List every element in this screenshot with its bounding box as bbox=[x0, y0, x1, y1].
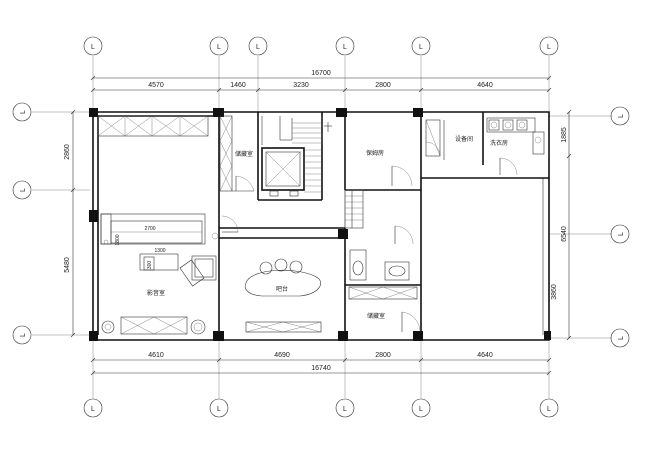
grid-lines bbox=[32, 56, 612, 398]
stair-right bbox=[344, 189, 364, 229]
dim-top-2: 1460 bbox=[230, 82, 246, 89]
furniture-dimensions: 2700 1800 1300 300 bbox=[115, 226, 166, 269]
grid-bubbles-right: L L L bbox=[610, 106, 630, 348]
grid-bubble-left-3: L bbox=[20, 333, 27, 337]
equipment-room bbox=[425, 119, 445, 160]
grid-bubbles-top: L L L L L L bbox=[83, 36, 559, 56]
laundry-room-fixtures bbox=[486, 117, 545, 176]
grid-bubble-bottom-3: L bbox=[343, 406, 347, 413]
storage-room-top bbox=[219, 115, 255, 192]
dim-bottom-1: 4610 bbox=[148, 352, 164, 359]
dim-left-1: 2860 bbox=[64, 144, 71, 160]
dim-bottom-total: 16740 bbox=[311, 365, 331, 372]
bar-counter bbox=[221, 215, 322, 333]
room-label-laundry: 洗衣房 bbox=[490, 139, 508, 147]
room-label-storage-bottom: 储藏室 bbox=[367, 312, 385, 320]
top-dimension-chain: 16700 4570 1460 3230 2800 4640 bbox=[90, 70, 552, 93]
grid-bubble-right-1: L bbox=[618, 114, 625, 118]
grid-bubbles-bottom: L L L L L bbox=[83, 398, 559, 418]
room-label-equipment: 设备间 bbox=[455, 135, 473, 143]
grid-bubble-top-4: L bbox=[343, 44, 347, 51]
toilet-area bbox=[349, 225, 414, 281]
media-room-furniture bbox=[100, 213, 219, 335]
dim-sofa-width: 2700 bbox=[144, 226, 155, 232]
dim-top-1: 4570 bbox=[148, 82, 164, 89]
room-label-security: 保姆房 bbox=[366, 149, 384, 157]
grid-bubble-top-2: L bbox=[217, 44, 221, 51]
grid-bubble-bottom-1: L bbox=[91, 406, 95, 413]
grid-bubble-top-6: L bbox=[547, 44, 551, 51]
dim-top-5: 4640 bbox=[477, 82, 493, 89]
dim-left-2: 5480 bbox=[64, 257, 71, 273]
storage-room-bottom bbox=[348, 286, 421, 333]
right-dimension-chain: 1885 6540 3860 bbox=[551, 109, 572, 341]
grid-bubble-top-1: L bbox=[91, 44, 95, 51]
grid-bubble-right-3: L bbox=[618, 336, 625, 340]
wardrobe-top bbox=[97, 115, 209, 137]
grid-bubble-bottom-5: L bbox=[547, 406, 551, 413]
grid-bubbles-left: L L L bbox=[12, 102, 32, 345]
room-labels: 储藏室 保姆房 设备间 洗衣房 影音室 吧台 储藏室 bbox=[147, 135, 508, 320]
elevator-core bbox=[261, 116, 332, 197]
grid-bubble-left-2: L bbox=[20, 188, 27, 192]
interior-walls bbox=[218, 112, 549, 335]
bottom-dimension-chain: 4610 4690 2800 4640 16740 bbox=[90, 352, 552, 376]
dim-bottom-2: 4690 bbox=[274, 352, 290, 359]
grid-bubble-top-5: L bbox=[419, 44, 423, 51]
dim-top-3: 3230 bbox=[293, 82, 309, 89]
security-room-door bbox=[391, 165, 413, 187]
left-dimension-chain: 2860 5480 bbox=[64, 109, 76, 338]
dim-right-3: 3860 bbox=[551, 284, 558, 300]
grid-bubble-right-2: L bbox=[618, 232, 625, 236]
room-label-media: 影音室 bbox=[147, 289, 165, 297]
dim-top-total: 16700 bbox=[311, 70, 331, 77]
dim-bottom-4: 4640 bbox=[477, 352, 493, 359]
dim-right-2: 6540 bbox=[561, 226, 568, 242]
dim-table-depth: 300 bbox=[147, 261, 153, 270]
dim-right-1: 1885 bbox=[561, 127, 568, 143]
dim-top-4: 2800 bbox=[375, 82, 391, 89]
room-label-storage-top: 储藏室 bbox=[235, 150, 253, 158]
outer-walls bbox=[92, 111, 550, 341]
structural-columns bbox=[89, 108, 551, 341]
grid-bubble-left-1: L bbox=[20, 110, 27, 114]
dim-table-width: 1300 bbox=[154, 248, 165, 254]
grid-bubble-bottom-4: L bbox=[419, 406, 423, 413]
dim-bottom-3: 2800 bbox=[375, 352, 391, 359]
dim-sofa-depth: 1800 bbox=[115, 234, 121, 245]
grid-bubble-bottom-2: L bbox=[217, 406, 221, 413]
room-label-bar: 吧台 bbox=[276, 285, 288, 293]
grid-bubble-top-3: L bbox=[256, 44, 260, 51]
